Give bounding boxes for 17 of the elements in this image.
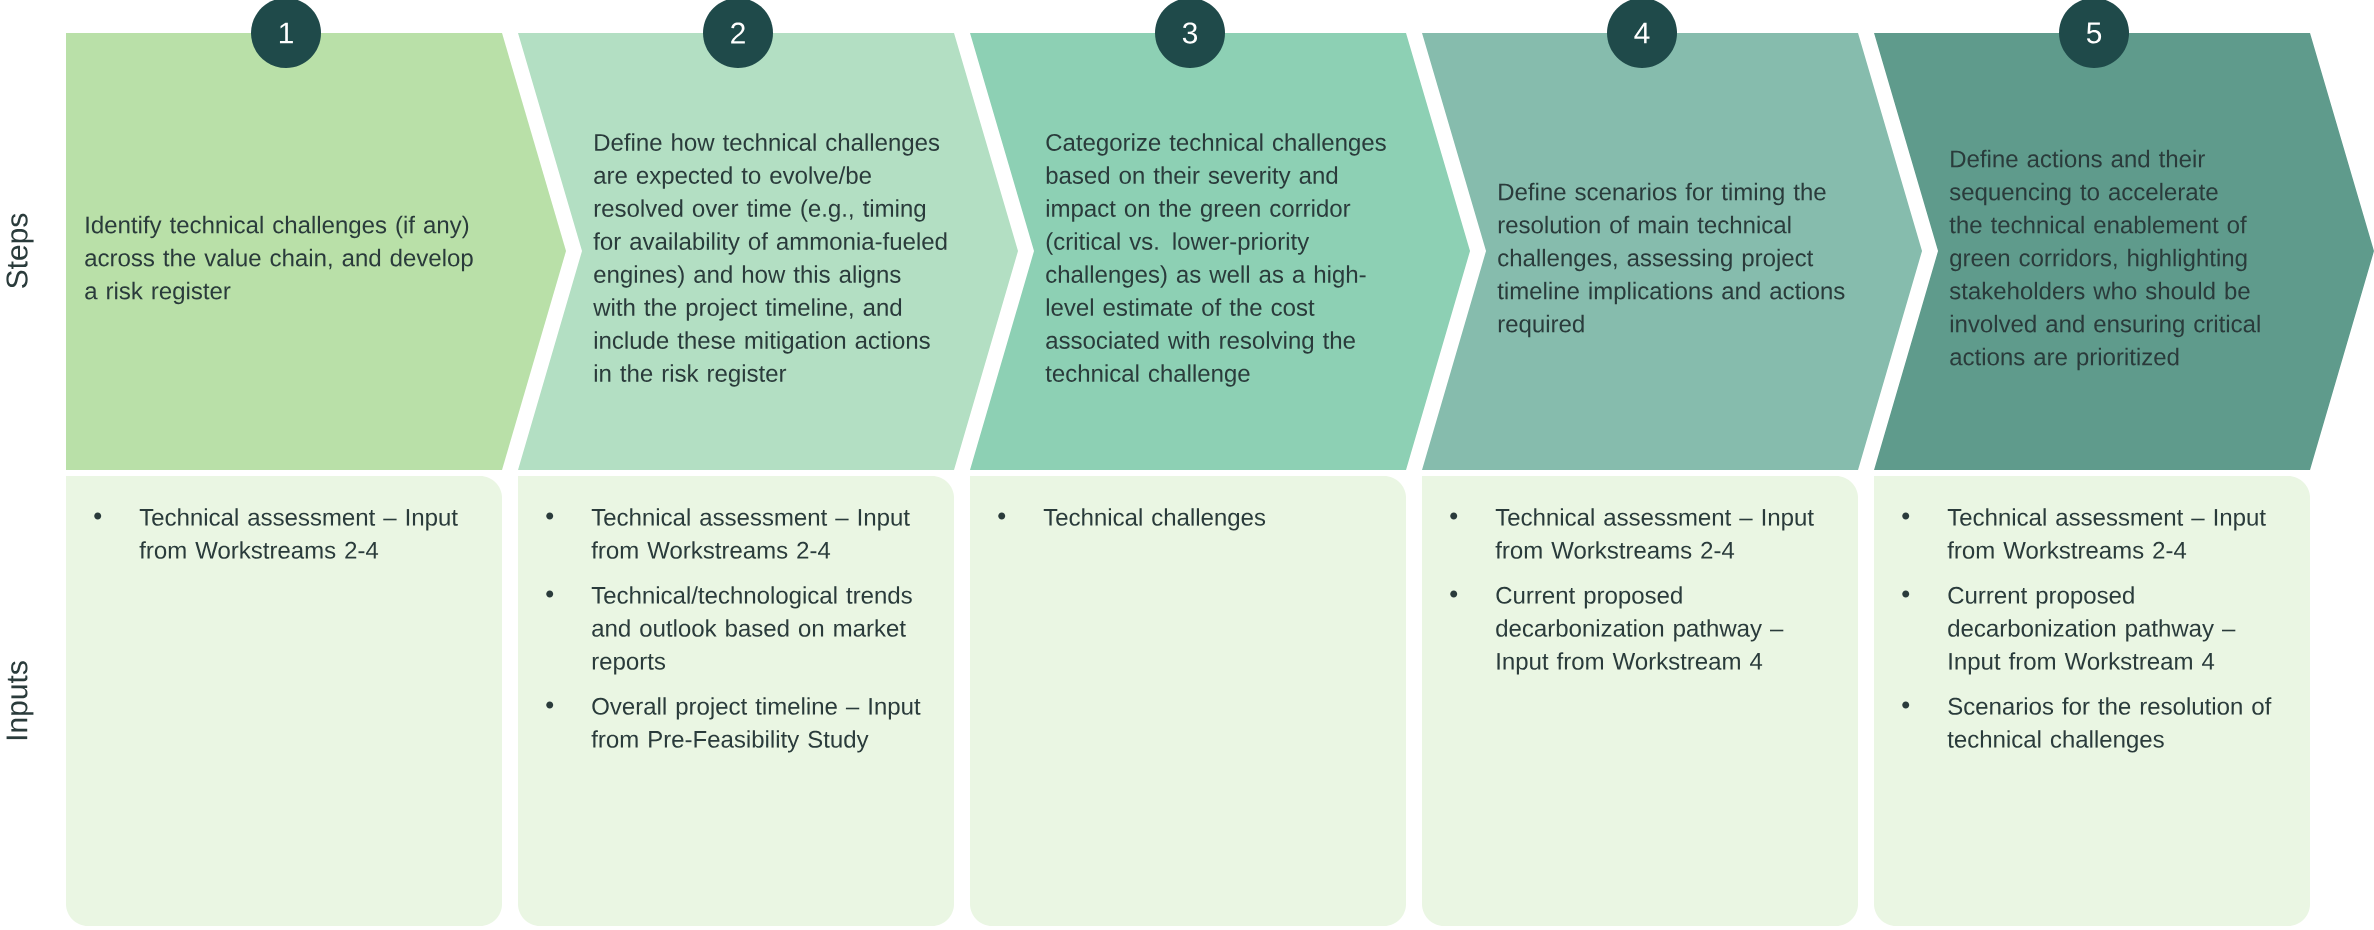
row-label: Steps — [6, 213, 34, 288]
bullet-item: Technical assessment – Input from Workstreams 2-4 — [1902, 508, 2266, 559]
bullet-item: Technical assessment – Input from Workstreams 2-4 — [546, 508, 910, 559]
row-label: Inputs — [6, 661, 34, 740]
bullet-item: Current proposed decarbonization pathway – Input from Workstream 4 — [1902, 586, 2236, 675]
input-box — [970, 476, 1406, 926]
bullet-item: Scenarios for the resolution of technical challenges — [1902, 697, 2272, 753]
bullet-item: Technical/technological trends and outlook based on market reports — [546, 586, 912, 675]
input-box — [1422, 476, 1858, 926]
bullet-item: Current proposed decarbonization pathway – Input from Workstream 4 — [1450, 586, 1784, 675]
bullet-item: Technical assessment – Input from Workstreams 2-4 — [94, 508, 458, 559]
input-box — [66, 476, 502, 926]
bullet-item: Technical assessment – Input from Workstreams 2-4 — [1450, 508, 1814, 559]
bullet-item: Overall project timeline – Input from Pre-Feasibility Study — [546, 697, 921, 753]
bullet-item: Technical challenges — [998, 508, 1266, 531]
input-box — [1874, 476, 2310, 926]
input-box — [518, 476, 954, 926]
